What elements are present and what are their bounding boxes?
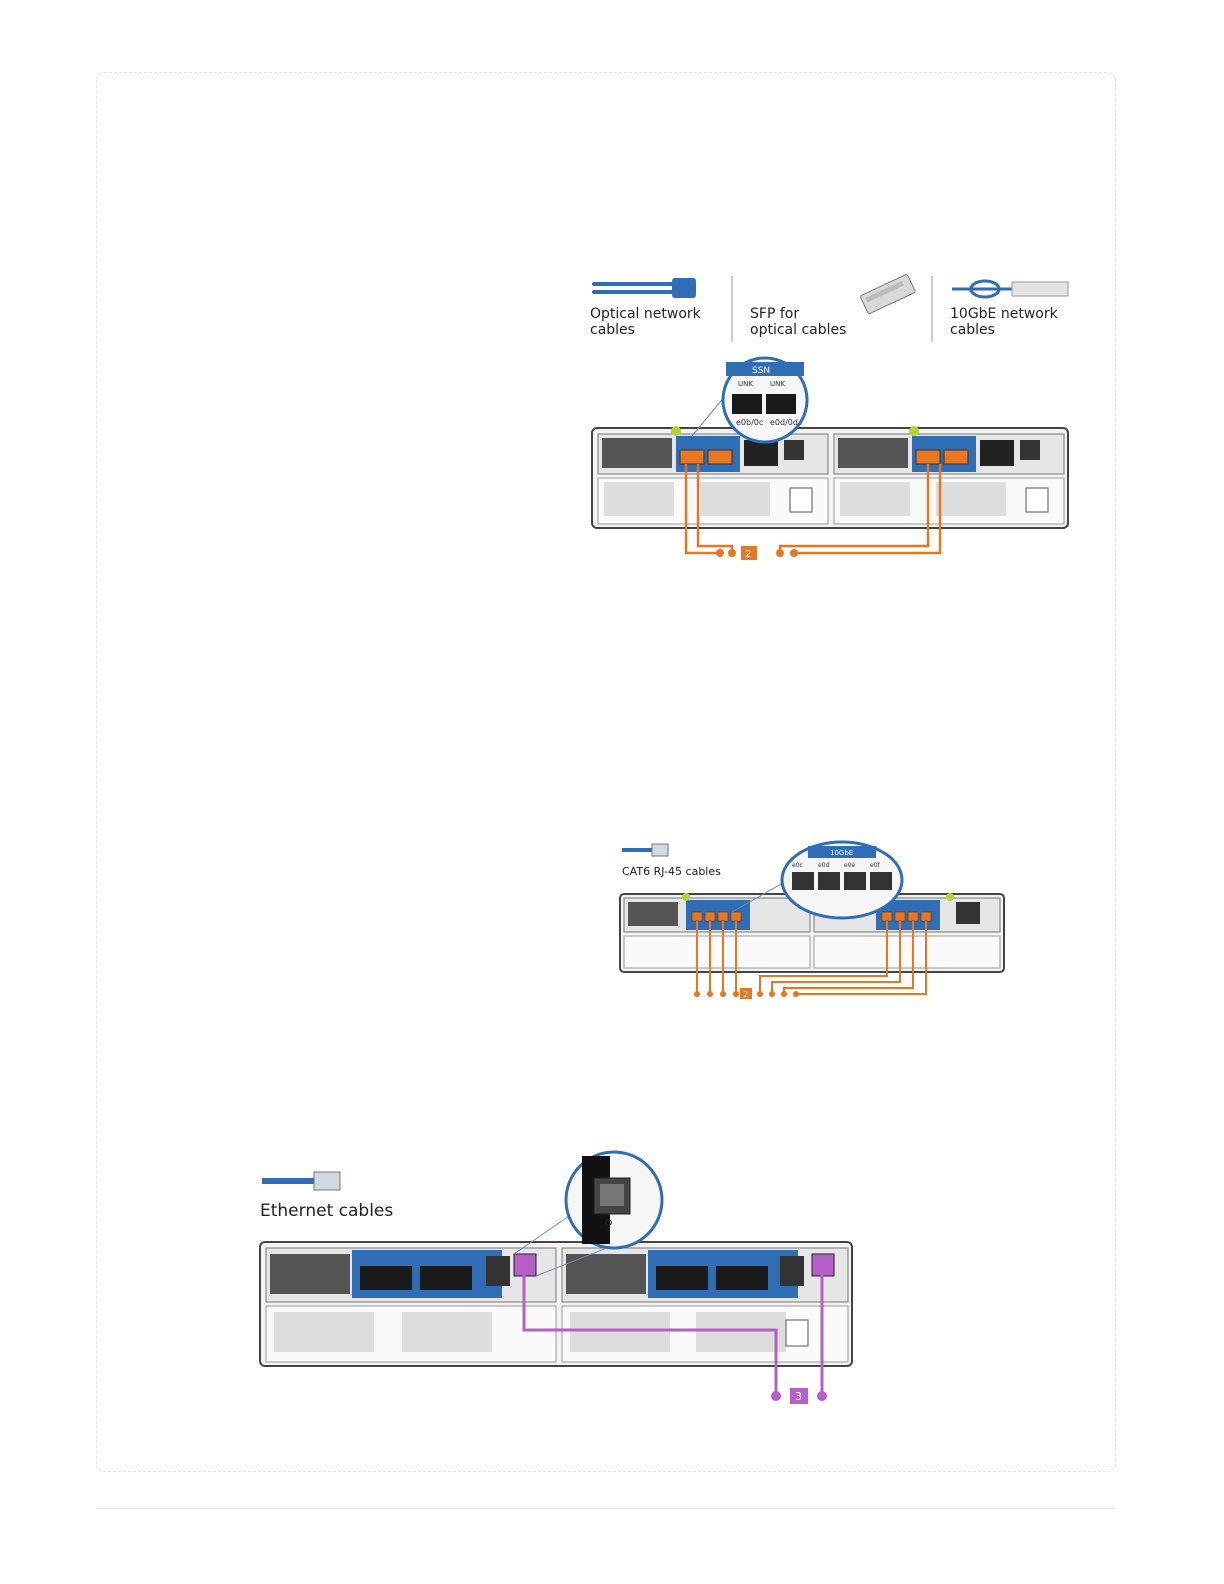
legend-10gbe-line2: cables	[950, 322, 995, 338]
ethernet-cable-icon	[262, 1172, 340, 1190]
legend-cat6: CAT6 RJ-45 cables	[622, 865, 721, 878]
storage-chassis	[592, 426, 1068, 528]
cable-endpoint	[716, 549, 724, 557]
status-led	[682, 893, 690, 901]
network-icon: ⚲	[604, 1217, 613, 1231]
status-led	[909, 426, 919, 436]
zoom-port-a-top: UNK	[738, 380, 753, 388]
legend-sfp-line2: optical cables	[750, 322, 846, 338]
status-led	[671, 426, 681, 436]
sfp-module-icon	[860, 274, 916, 314]
cable-endpoint	[728, 549, 736, 557]
zoom-port-label: e0d	[818, 862, 830, 869]
10gbe-cable-icon	[952, 281, 1068, 297]
cable-endpoint	[776, 549, 784, 557]
footer-divider	[96, 1508, 1116, 1509]
legend-10gbe-line1: 10GbE network	[950, 306, 1059, 322]
legend-sfp-line1: SFP for	[750, 306, 799, 322]
step-badge-number: 2	[745, 549, 751, 560]
zoom-port-label: e0c	[792, 862, 803, 869]
cable-endpoint	[771, 1391, 781, 1401]
optical-cabling-diagram: Optical network cables SFP for optical c…	[580, 268, 1080, 568]
cat6-cable-icon	[622, 844, 668, 856]
legend-ethernet: Ethernet cables	[260, 1201, 393, 1221]
zoom-header: 10GbE	[830, 849, 853, 857]
legend-optical-line2: cables	[590, 322, 635, 338]
cable-endpoint	[817, 1391, 827, 1401]
controller-a	[598, 434, 828, 524]
storage-chassis	[260, 1242, 852, 1366]
zoom-port-b-label: e0d/0d	[770, 418, 798, 427]
step-badge-number: 2	[743, 990, 748, 999]
zoom-port-a-label: e0b/0c	[736, 418, 763, 427]
zoom-header: SSN	[752, 366, 770, 376]
optical-cable-icon	[592, 278, 696, 298]
zoom-port-label: e0e	[844, 862, 856, 869]
rj45-cabling-diagram: CAT6 RJ-45 cables 10GbE	[612, 836, 1012, 1006]
figure-optical-cabling: Optical network cables SFP for optical c…	[580, 268, 1080, 568]
zoom-port-b-top: UNK	[770, 380, 785, 388]
figure-rj45-cabling: CAT6 RJ-45 cables 10GbE	[612, 836, 1012, 1006]
status-led	[946, 893, 954, 901]
legend-optical-line1: Optical network	[590, 306, 702, 322]
figure-ethernet-cabling: Ethernet cables	[252, 1150, 862, 1410]
cable-endpoint	[790, 549, 798, 557]
controller-b	[834, 434, 1064, 524]
zoom-port-label: e0f	[870, 862, 881, 869]
step-badge-number: 3	[795, 1390, 802, 1403]
ethernet-cabling-diagram: Ethernet cables	[252, 1150, 862, 1410]
